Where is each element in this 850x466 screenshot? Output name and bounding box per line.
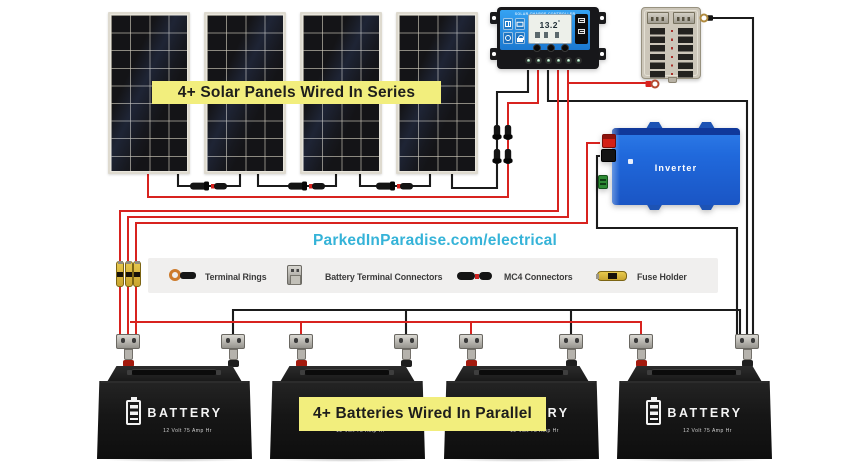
battery-spec: 12 Volt 75 Amp Hr <box>510 428 559 434</box>
timer-icon <box>503 31 513 44</box>
inverter-body <box>612 128 740 205</box>
legend-label: Fuse Holder <box>637 271 687 282</box>
battery-body <box>97 381 252 459</box>
mounting-ear <box>598 12 606 24</box>
controller-lcd: 13.2° <box>528 14 572 44</box>
battery-terminal-connector <box>735 334 759 368</box>
mc4-connector-icon <box>475 273 479 279</box>
controller-title: SOLAR CHARGE CONTROLLER <box>514 11 575 16</box>
battery-icon <box>126 397 142 425</box>
mounting-tab <box>698 203 715 210</box>
battery-handle <box>647 369 741 375</box>
inverter-ground-connector <box>598 175 608 189</box>
battery-handle <box>474 369 568 375</box>
inverter-logo <box>628 159 633 164</box>
battery-body <box>617 381 772 459</box>
lcd-value: 13.2° <box>539 19 561 30</box>
controller-button[interactable] <box>533 44 541 52</box>
terminal-screw <box>554 57 562 64</box>
battery-terminal-connector <box>221 334 245 368</box>
battery-1: BATTERY 12 Volt 75 Amp Hr <box>97 364 252 462</box>
battery-terminal-connector <box>459 334 483 368</box>
battery-terminal-connector <box>629 334 653 368</box>
battery-brand: BATTERY <box>617 397 772 425</box>
charge-controller: SOLAR CHARGE CONTROLLER 13.2° <box>489 6 607 70</box>
mc4-connector-icon <box>457 272 475 280</box>
black-wires <box>176 16 755 338</box>
battery-ridge <box>274 381 421 383</box>
fuse-holder <box>116 261 124 287</box>
button-label <box>535 41 539 43</box>
legend-label: Terminal Rings <box>205 271 267 282</box>
controller-button[interactable] <box>547 44 555 52</box>
fuse-indicators <box>670 30 673 76</box>
terminal-screw <box>534 57 542 64</box>
mounting-ear <box>490 48 498 60</box>
red-wires <box>119 70 649 338</box>
mounting-tab <box>698 122 715 129</box>
solar-status-icon <box>503 18 513 30</box>
terminal-screw <box>564 57 572 64</box>
legend-label: Battery Terminal Connectors <box>325 271 443 282</box>
fuse-holder <box>124 261 133 287</box>
inverter-negative-terminal <box>601 149 616 162</box>
solar-series-label: 4+ Solar Panels Wired In Series <box>152 81 441 104</box>
mounting-ear <box>490 12 498 24</box>
battery-status-icon <box>514 18 525 30</box>
terminal-screw <box>524 57 532 64</box>
mc4-connector-icon <box>479 272 492 280</box>
battery-terminal-connector-icon <box>287 265 302 285</box>
mounting-tab <box>646 122 663 129</box>
button-label <box>549 41 553 43</box>
battery-spec: 12 Volt 75 Amp Hr <box>163 428 212 434</box>
battery-terminal-connector <box>289 334 313 368</box>
controller-face: SOLAR CHARGE CONTROLLER 13.2° <box>500 10 590 50</box>
battery-spec: 12 Volt 75 Amp Hr <box>336 428 385 434</box>
button-label <box>563 41 567 43</box>
inverter-positive-terminal <box>602 134 616 148</box>
fuse-box-lug <box>647 12 669 24</box>
battery-name: BATTERY <box>667 405 743 420</box>
controller-button[interactable] <box>561 44 569 52</box>
mounting-ear <box>598 48 606 60</box>
inverter: Inverter <box>598 122 742 210</box>
battery-ridge <box>621 381 768 383</box>
battery-ridge <box>448 381 595 383</box>
battery-handle <box>127 369 221 375</box>
battery-terminal-connector <box>116 334 140 368</box>
fuse-box-lug <box>673 12 695 24</box>
controller-status-icons <box>503 18 526 45</box>
battery-4: BATTERY 12 Volt 75 Amp Hr <box>617 364 772 462</box>
inverter-end-cap <box>612 128 620 205</box>
inverter-top-band <box>612 128 740 135</box>
battery-handle <box>300 369 394 375</box>
mc4-connectors <box>190 125 513 191</box>
battery-parallel-label: 4+ Batteries Wired In Parallel <box>299 397 546 431</box>
fuse-box <box>641 7 701 83</box>
battery-ridge <box>101 381 248 383</box>
legend-label: MC4 Connectors <box>504 271 573 282</box>
fuse-holder-icon <box>596 271 627 281</box>
terminal-ring-icon <box>169 269 181 281</box>
fuse-box-tab <box>668 77 677 83</box>
battery-terminal-connector <box>559 334 583 368</box>
lcd-icons <box>535 32 565 38</box>
mounting-tab <box>646 203 663 210</box>
battery-terminal-connector <box>394 334 418 368</box>
legend-bar: Terminal Rings Battery Terminal Connecto… <box>148 258 718 293</box>
battery-name: BATTERY <box>147 405 223 420</box>
terminal-ring-icon <box>180 271 196 279</box>
website-url: ParkedInParadise.com/electrical <box>313 232 557 249</box>
usb-ports <box>575 14 588 44</box>
inverter-label: Inverter <box>654 163 698 173</box>
battery-icon <box>646 397 662 425</box>
terminal-screw <box>574 57 582 64</box>
fuse-column <box>678 28 693 79</box>
fuse-column <box>650 28 665 79</box>
fuse-holder <box>133 261 141 287</box>
lock-icon <box>514 31 525 44</box>
battery-brand: BATTERY <box>97 397 252 425</box>
battery-spec: 12 Volt 75 Amp Hr <box>683 428 732 434</box>
terminal-screw <box>544 57 552 64</box>
